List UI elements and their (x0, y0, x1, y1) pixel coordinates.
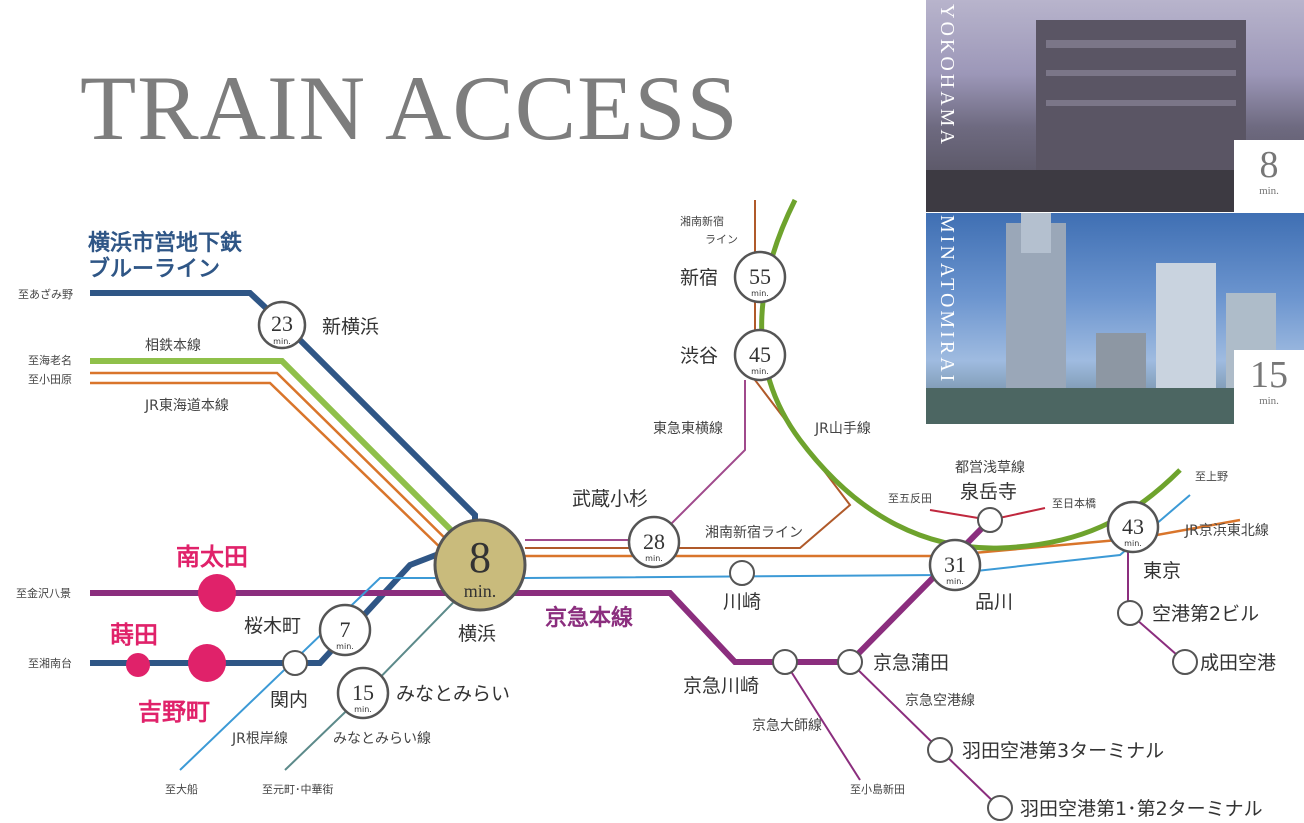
yokohama-min-unit: min. (1234, 186, 1304, 197)
jr-tokaido-label: JR東海道本線 (144, 398, 229, 414)
time-musashi-kosugi: 28 (643, 529, 665, 554)
station-airport-t2-marker (1118, 601, 1142, 625)
dir-azamino: 至あざみ野 (18, 287, 73, 301)
station-sakuragicho: 7 min. (320, 605, 370, 655)
keihin-tohoku-label: JR京浜東北線 (1184, 523, 1269, 539)
unit-shinjuku: min. (751, 289, 769, 298)
jr-yamanote-label: JR山手線 (814, 421, 871, 437)
station-sengakuji-marker (978, 508, 1002, 532)
jr-negishi-label: JR根岸線 (231, 731, 288, 747)
name-shibuya: 渋谷 (680, 345, 718, 367)
dir-nihonbashi: 至日本橋 (1052, 496, 1096, 510)
time-shinagawa: 31 (944, 552, 966, 577)
minatomirai-caption: MINATOMIRAI (928, 215, 958, 420)
name-maita: 蒔田 (110, 621, 158, 649)
keikyu-daishi-label: 京急大師線 (752, 718, 822, 734)
dir-ebina: 至海老名 (28, 353, 72, 367)
blue-line-title-1: 横浜市営地下鉄 (88, 230, 242, 256)
unit-tokyo: min. (1124, 539, 1142, 548)
station-shin-yokohama: 23 min. (259, 302, 305, 348)
station-keikyu-kawasaki-marker (773, 650, 797, 674)
dir-motomachi: 至元町･中華街 (262, 782, 334, 796)
yokohama-photo: 8 min. (926, 0, 1304, 212)
name-yoshinocho: 吉野町 (138, 698, 210, 726)
jr-tokaido-track-2 (90, 383, 448, 555)
name-haneda-t12: 羽田空港第1･第2ターミナル (1020, 798, 1263, 820)
station-keikyu-kamata-marker (838, 650, 862, 674)
tokyu-toyoko-label: 東急東横線 (653, 421, 723, 437)
time-shin-yokohama: 23 (271, 311, 293, 336)
unit-musashi-kosugi: min. (645, 554, 663, 563)
blue-line-title-2: ブルーライン (88, 256, 220, 282)
station-minatomirai: 15 min. (338, 668, 388, 718)
yokohama-caption: YOKOHAMA (928, 4, 958, 209)
dir-gotanda: 至五反田 (888, 492, 932, 505)
name-keikyu-kamata: 京急蒲田 (873, 652, 949, 674)
name-musashi-kosugi: 武蔵小杉 (572, 488, 648, 510)
name-minatomirai: みなとみらい (396, 683, 510, 705)
asakusa-label: 都営浅草線 (955, 460, 1025, 476)
time-tokyo: 43 (1122, 514, 1144, 539)
station-shinagawa: 31 min. (930, 540, 980, 590)
station-kannai-marker (283, 651, 307, 675)
station-narita-marker (1173, 650, 1197, 674)
station-tokyo: 43 min. (1108, 502, 1158, 552)
dir-kojima-shinden: 至小島新田 (850, 782, 905, 796)
name-airport-t2: 空港第2ビル (1152, 603, 1259, 625)
minatomirai-min-unit: min. (1234, 396, 1304, 407)
time-sakuragicho: 7 (340, 617, 351, 642)
minatomirai-line-label: みなとみらい線 (333, 731, 431, 747)
dir-shonandai: 至湘南台 (28, 656, 72, 670)
unit-sakuragicho: min. (336, 642, 354, 651)
station-shibuya: 45 min. (735, 330, 785, 380)
name-sakuragicho: 桜木町 (244, 615, 301, 637)
station-haneda-t12-marker (988, 796, 1012, 820)
name-kannai: 関内 (270, 689, 308, 711)
unit-minatomirai: min. (354, 705, 372, 714)
name-yokohama: 横浜 (458, 623, 496, 645)
shonan-shinjuku-label-1: 湘南新宿 (680, 214, 724, 228)
station-shinjuku: 55 min. (735, 252, 785, 302)
name-minami-ota: 南太田 (176, 543, 248, 571)
dir-odawara: 至小田原 (28, 373, 72, 386)
station-kawasaki-marker (730, 561, 754, 585)
yokohama-min-value: 8 (1234, 146, 1304, 184)
minatomirai-min-value: 15 (1234, 356, 1304, 394)
tokyu-toyoko-track (525, 380, 745, 540)
shonan-shinjuku-label-2: ライン (705, 233, 738, 246)
station-musashi-kosugi: 28 min. (629, 517, 679, 567)
station-yokohama: 8 min. (435, 520, 525, 610)
dir-kanazawa-hakkei: 至金沢八景 (16, 586, 71, 600)
unit-shinagawa: min. (946, 577, 964, 586)
dir-ueno: 至上野 (1195, 470, 1228, 483)
dir-ofuna: 至大船 (165, 782, 198, 796)
station-yoshinocho-marker (188, 644, 226, 682)
sotetsu-label: 相鉄本線 (145, 338, 201, 354)
yokohama-min-box: 8 min. (1234, 140, 1304, 212)
unit-shin-yokohama: min. (273, 337, 291, 346)
name-keikyu-kawasaki: 京急川崎 (683, 675, 759, 697)
name-sengakuji: 泉岳寺 (960, 481, 1017, 503)
minatomirai-photo: 15 min. (926, 213, 1304, 424)
keikyu-main-label: 京急本線 (545, 605, 633, 631)
name-shinagawa: 品川 (975, 591, 1013, 613)
name-haneda-t3: 羽田空港第3ターミナル (962, 740, 1164, 762)
station-maita-marker (126, 653, 150, 677)
name-narita: 成田空港 (1200, 652, 1276, 674)
time-shibuya: 45 (749, 342, 771, 367)
name-kawasaki: 川崎 (723, 591, 761, 613)
keikyu-airport-label: 京急空港線 (905, 693, 975, 709)
time-shinjuku: 55 (749, 264, 771, 289)
station-haneda-t3-marker (928, 738, 952, 762)
station-minami-ota-marker (198, 574, 236, 612)
time-minatomirai: 15 (352, 680, 374, 705)
name-tokyo: 東京 (1143, 560, 1181, 582)
unit-shibuya: min. (751, 367, 769, 376)
minatomirai-min-box: 15 min. (1234, 350, 1304, 424)
time-yokohama: 8 (469, 533, 491, 582)
name-shin-yokohama: 新横浜 (322, 316, 379, 338)
shonan-shinjuku-line-label: 湘南新宿ライン (705, 524, 803, 541)
unit-yokohama: min. (464, 581, 497, 601)
name-shinjuku: 新宿 (680, 267, 718, 289)
